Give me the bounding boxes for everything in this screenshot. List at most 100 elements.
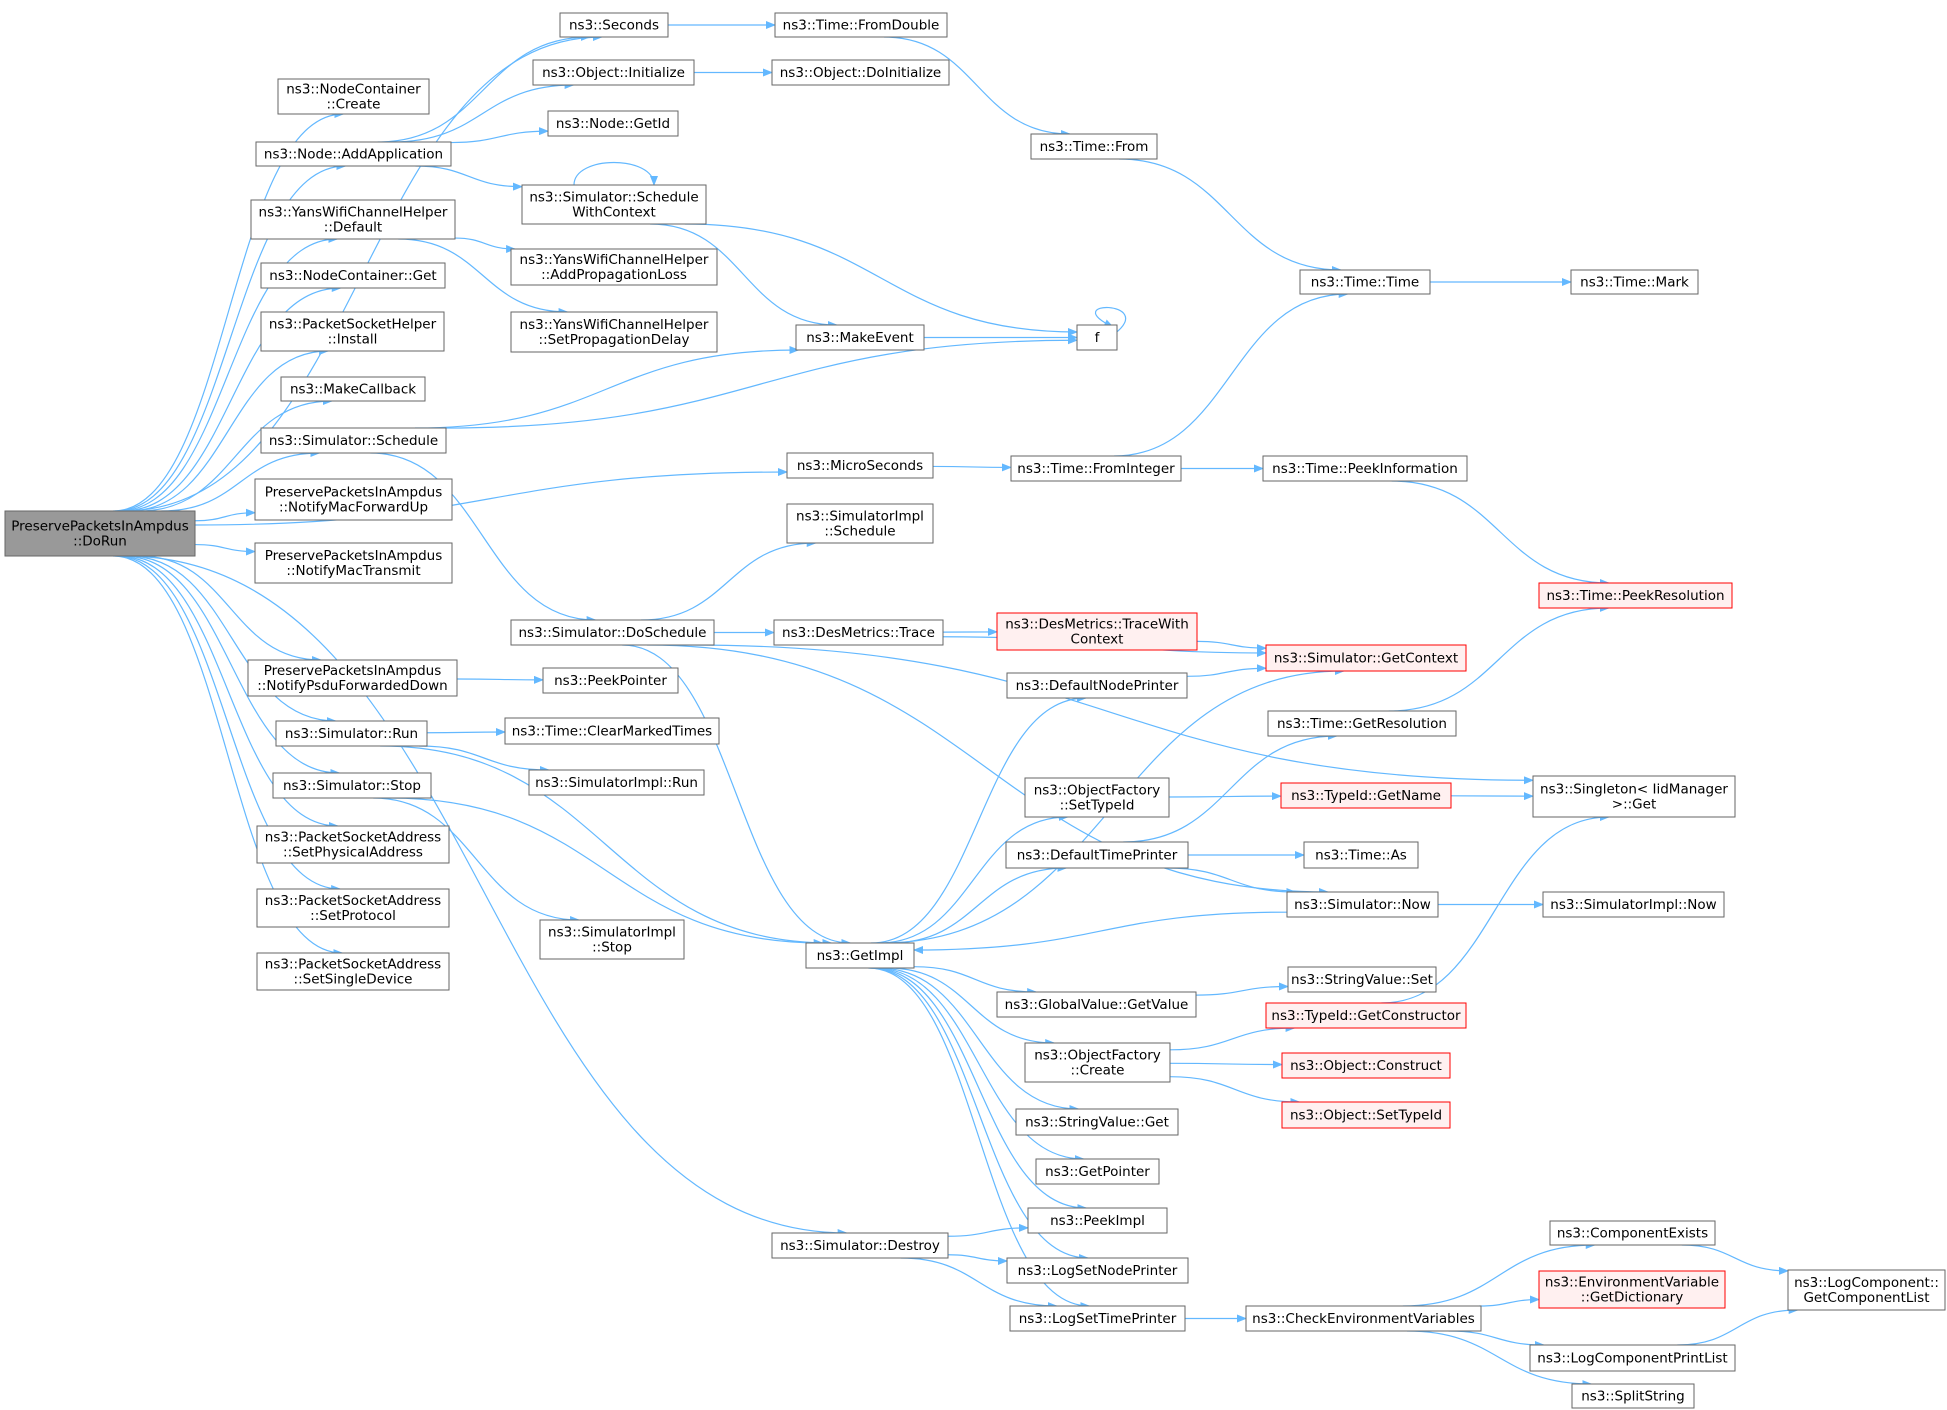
node-getcontext[interactable]: ns3::Simulator::GetContext <box>1265 644 1467 672</box>
node-label: ::Default <box>324 220 382 236</box>
node-seconds[interactable]: ns3::Seconds <box>559 12 669 38</box>
node-nc-create[interactable]: ns3::NodeContainer::Create <box>277 78 430 115</box>
node-clearmarked[interactable]: ns3::Time::ClearMarkedTimes <box>504 717 720 745</box>
node-typeid-getctor[interactable]: ns3::TypeId::GetConstructor <box>1265 1002 1467 1029</box>
edge-sim_schedule-to-doschedule <box>370 452 597 624</box>
node-logsettime[interactable]: ns3::LogSetTimePrinter <box>1009 1305 1186 1332</box>
node-fromdouble[interactable]: ns3::Time::FromDouble <box>774 12 948 38</box>
node-logcompprint[interactable]: ns3::LogComponentPrintList <box>1529 1344 1736 1372</box>
node-time-time[interactable]: ns3::Time::Time <box>1299 269 1431 295</box>
node-box <box>1015 1108 1179 1136</box>
node-notifypsdu[interactable]: PreservePacketsInAmpdus::NotifyPsduForwa… <box>247 659 458 697</box>
node-time-mark[interactable]: ns3::Time::Mark <box>1570 269 1699 295</box>
edge-getimpl-to-of_settypeid <box>878 813 1069 944</box>
node-simimpl-sched[interactable]: ns3::SimulatorImpl::Schedule <box>786 503 934 544</box>
node-defnodeprinter[interactable]: ns3::DefaultNodePrinter <box>1006 672 1188 699</box>
node-frominteger[interactable]: ns3::Time::FromInteger <box>1010 455 1182 482</box>
node-psa-setproto[interactable]: ns3::PacketSocketAddress::SetProtocol <box>256 888 450 928</box>
node-obj-init[interactable]: ns3::Object::Initialize <box>532 59 695 86</box>
node-gv-getvalue[interactable]: ns3::GlobalValue::GetValue <box>996 991 1197 1018</box>
node-logsetnode[interactable]: ns3::LogSetNodePrinter <box>1006 1257 1189 1284</box>
node-time-from[interactable]: ns3::Time::From <box>1030 133 1158 160</box>
node-box <box>542 667 679 694</box>
node-sim-stop[interactable]: ns3::Simulator::Stop <box>272 772 432 799</box>
node-compexists[interactable]: ns3::ComponentExists <box>1549 1220 1716 1246</box>
edge-getimpl-to-logsetnode <box>869 967 1090 1262</box>
node-simimpl-stop[interactable]: ns3::SimulatorImpl::Stop <box>539 919 685 960</box>
node-peekinfo[interactable]: ns3::Time::PeekInformation <box>1262 455 1468 482</box>
node-yans-addprop[interactable]: ns3::YansWifiChannelHelper::AddPropagati… <box>510 248 718 286</box>
node-singleton-get[interactable]: ns3::Singleton< IidManager>::Get <box>1532 775 1736 818</box>
node-box <box>996 991 1197 1018</box>
node-yans-setprop[interactable]: ns3::YansWifiChannelHelper::SetPropagati… <box>510 311 718 353</box>
nodes-layer: PreservePacketsInAmpdus::DoRun ns3::Secon… <box>4 12 1946 1409</box>
node-nc-get[interactable]: ns3::NodeContainer::Get <box>260 262 446 289</box>
node-sim-run[interactable]: ns3::Simulator::Run <box>275 720 428 747</box>
node-psa-setphys[interactable]: ns3::PacketSocketAddress::SetPhysicalAdd… <box>256 825 450 864</box>
edge-checkenv-to-envvar_getdict <box>1479 1295 1540 1307</box>
node-box <box>805 942 915 969</box>
node-makeevent[interactable]: ns3::MakeEvent <box>795 324 925 351</box>
node-of-create[interactable]: ns3::ObjectFactory::Create <box>1024 1042 1171 1083</box>
node-time-as[interactable]: ns3::Time::As <box>1303 841 1419 869</box>
node-of-settypeid[interactable]: ns3::ObjectFactory::SetTypeId <box>1024 777 1170 818</box>
node-box <box>256 952 450 991</box>
node-deftimeprinter[interactable]: ns3::DefaultTimePrinter <box>1005 841 1189 869</box>
node-getresolution[interactable]: ns3::Time::GetResolution <box>1267 710 1457 737</box>
node-box <box>1529 1344 1736 1372</box>
edge-schedwctx-to-f <box>684 223 1078 336</box>
node-logcomp-list[interactable]: ns3::LogComponent::GetComponentList <box>1787 1269 1946 1311</box>
node-box <box>510 619 715 646</box>
node-getpointer[interactable]: ns3::GetPointer <box>1035 1158 1160 1185</box>
node-label: ns3::SplitString <box>1581 1389 1685 1405</box>
node-obj-settypeid[interactable]: ns3::Object::SetTypeId <box>1281 1101 1451 1129</box>
node-root[interactable]: PreservePacketsInAmpdus::DoRun <box>4 510 196 557</box>
node-box <box>1542 891 1725 918</box>
node-obj-doinit[interactable]: ns3::Object::DoInitialize <box>771 59 950 86</box>
edge-sim_run-to-simimpl_run <box>419 745 550 774</box>
node-typeid-getname[interactable]: ns3::TypeId::GetName <box>1280 782 1452 809</box>
node-checkenv[interactable]: ns3::CheckEnvironmentVariables <box>1245 1305 1482 1332</box>
node-makecallback[interactable]: ns3::MakeCallback <box>280 376 426 402</box>
node-addapp[interactable]: ns3::Node::AddApplication <box>255 141 452 167</box>
node-microseconds[interactable]: ns3::MicroSeconds <box>786 452 934 479</box>
node-label: f <box>1095 330 1101 346</box>
node-label: ns3::ObjectFactory <box>1034 1048 1161 1064</box>
node-peekimpl[interactable]: ns3::PeekImpl <box>1027 1207 1168 1234</box>
node-simimpl-run[interactable]: ns3::SimulatorImpl::Run <box>528 769 705 796</box>
node-simimpl-now[interactable]: ns3::SimulatorImpl::Now <box>1542 891 1725 918</box>
node-sim-now[interactable]: ns3::Simulator::Now <box>1286 891 1439 918</box>
node-desm-trace[interactable]: ns3::DesMetrics::Trace <box>773 619 944 646</box>
node-splitstring[interactable]: ns3::SplitString <box>1571 1383 1695 1409</box>
node-label: ::Install <box>328 332 378 348</box>
node-yans-default[interactable]: ns3::YansWifiChannelHelper::Default <box>250 199 456 240</box>
node-getid[interactable]: ns3::Node::GetId <box>547 110 679 137</box>
node-sim-destroy[interactable]: ns3::Simulator::Destroy <box>771 1232 949 1259</box>
node-peekpointer[interactable]: ns3::PeekPointer <box>542 667 679 694</box>
node-label: ns3::PacketSocketAddress <box>265 830 441 846</box>
edge-f-to-f <box>1095 306 1127 334</box>
edge-peekinfo-to-peekres <box>1391 480 1610 587</box>
edge-doschedule-to-sim_now <box>646 644 1330 896</box>
node-psh-install[interactable]: ns3::PacketSocketHelper::Install <box>260 311 445 352</box>
node-sim-schedule[interactable]: ns3::Simulator::Schedule <box>260 427 447 454</box>
node-box <box>504 717 720 745</box>
node-envvar-getdict[interactable]: ns3::EnvironmentVariable::GetDictionary <box>1538 1270 1726 1309</box>
node-box <box>255 141 452 167</box>
node-stringvalue-get[interactable]: ns3::StringValue::Get <box>1015 1108 1179 1136</box>
node-getimpl[interactable]: ns3::GetImpl <box>805 942 915 969</box>
node-f[interactable]: f <box>1076 324 1118 351</box>
node-peekres[interactable]: ns3::Time::PeekResolution <box>1538 582 1733 609</box>
node-label: ns3::Time::As <box>1315 848 1407 864</box>
node-psa-setsingle[interactable]: ns3::PacketSocketAddress::SetSingleDevic… <box>256 952 450 991</box>
node-doschedule[interactable]: ns3::Simulator::DoSchedule <box>510 619 715 646</box>
node-notifymactx[interactable]: PreservePacketsInAmpdus::NotifyMacTransm… <box>254 542 453 584</box>
edge-fromdouble-to-time_from <box>884 36 1072 138</box>
edge-root-to-psa_setsingle <box>112 555 344 957</box>
node-stringvalue-set[interactable]: ns3::StringValue::Set <box>1287 966 1437 993</box>
node-label: WithContext <box>572 205 656 221</box>
node-obj-construct[interactable]: ns3::Object::Construct <box>1281 1052 1451 1079</box>
node-notifymacfwd[interactable]: PreservePacketsInAmpdus::NotifyMacForwar… <box>254 478 453 521</box>
